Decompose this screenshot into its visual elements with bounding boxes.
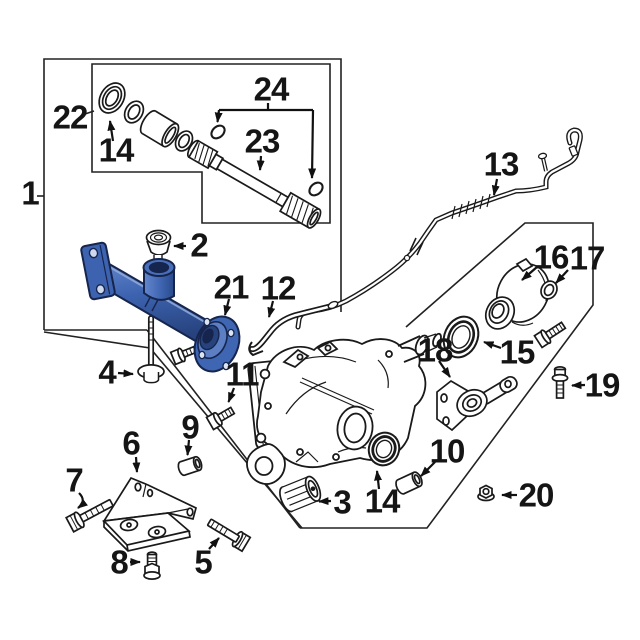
bearing-ring-part	[174, 130, 194, 152]
callout-15: 15	[499, 333, 536, 371]
callout-5: 5	[194, 543, 212, 581]
small-bushing-part	[395, 471, 423, 495]
callout-14-top: 14	[98, 131, 135, 169]
callout-17: 17	[569, 239, 606, 277]
zone-band	[300, 222, 594, 529]
housing-output-snout	[397, 332, 442, 363]
coupling-bracket-part	[436, 375, 518, 432]
callout-11: 11	[225, 355, 260, 393]
callout-20: 20	[518, 476, 555, 514]
large-seal-part	[442, 315, 480, 359]
callout-8: 8	[110, 543, 128, 581]
large-bushing-part	[279, 475, 322, 513]
callout-4: 4	[98, 353, 116, 391]
output-seal-part	[367, 431, 401, 467]
zone-box-1	[43, 58, 342, 330]
filler-boss	[142, 258, 176, 301]
small-seal-ring-part	[540, 280, 558, 300]
callout-23: 23	[244, 122, 281, 160]
vertical-bolt-part	[551, 366, 569, 399]
snap-ring-clip-part	[210, 124, 226, 140]
callout-22: 22	[52, 98, 89, 136]
snap-ring-clip-part	[308, 181, 324, 197]
small-parts	[65, 229, 569, 580]
seal-ring-part	[123, 100, 145, 124]
mount-stud-part	[137, 315, 165, 384]
flange-nut-part	[477, 484, 495, 502]
callout-2: 2	[190, 226, 208, 264]
zone-box-axle-kit	[91, 63, 331, 224]
callout-arrows	[77, 103, 586, 566]
callout-1: 1	[21, 174, 39, 212]
differential-housing	[246, 332, 442, 485]
callout-3: 3	[333, 483, 351, 521]
callout-19: 19	[584, 366, 621, 404]
axle-tube-extension-highlighted	[80, 241, 241, 373]
callout-12: 12	[260, 269, 297, 307]
small-bolt-part	[205, 406, 236, 431]
hose-bracket-part	[248, 300, 339, 357]
outer-seal-part	[98, 82, 126, 114]
callout-6: 6	[122, 424, 140, 462]
callout-14-bottom: 14	[364, 482, 401, 520]
spacer-tube-part	[139, 109, 180, 148]
small-bushing-part	[177, 455, 203, 477]
callout-13: 13	[483, 145, 520, 183]
callout-18: 18	[417, 331, 454, 369]
callout-16: 16	[533, 238, 570, 276]
right-flange	[193, 315, 241, 373]
housing-bearing-bore	[336, 405, 374, 451]
left-flange	[80, 241, 116, 301]
long-bolt-part	[65, 498, 114, 533]
callout-24: 24	[253, 70, 290, 108]
mount-bracket-part	[102, 476, 198, 552]
stud-bolt-part	[143, 551, 161, 580]
axle-shaft-kit	[98, 82, 324, 229]
callout-21: 21	[213, 268, 250, 306]
callout-7: 7	[65, 461, 83, 499]
cv-joint-housing-part	[484, 257, 551, 330]
callout-10: 10	[429, 432, 466, 470]
axle-shaft-part	[186, 139, 322, 229]
callout-9: 9	[181, 408, 199, 446]
long-bolt-part	[206, 518, 252, 553]
vent-tube-part	[295, 127, 583, 330]
housing-mount-arm	[246, 443, 286, 485]
flange-bolt-part	[533, 321, 567, 349]
